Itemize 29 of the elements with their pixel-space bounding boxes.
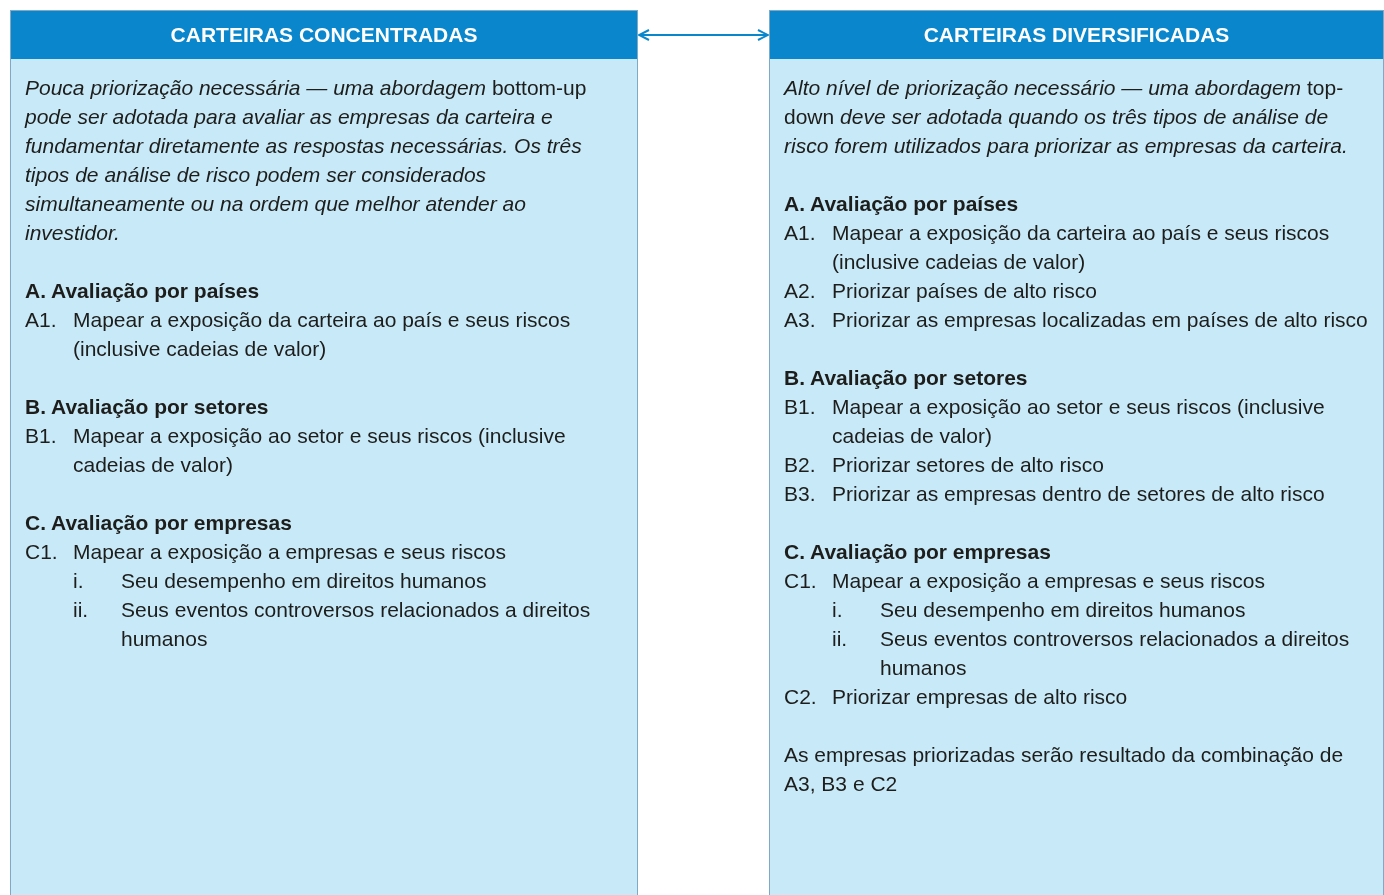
list-item: A2. Priorizar países de alto risco [784, 278, 1098, 304]
section-heading: A. Avaliação por países [25, 278, 261, 304]
panel-title: CARTEIRAS CONCENTRADAS [11, 11, 637, 59]
sub-list-item: i. Seu desempenho em direitos humanos [831, 597, 1247, 623]
section-heading: B. Avaliação por setores [25, 394, 270, 420]
summary-paragraph: As empresas priorizadas serão resultado da combinação de A3, B3 e C2 [784, 742, 1345, 797]
list-item: B2. Priorizar setores de alto risco [784, 452, 1105, 478]
list-item: A1. Mapear a exposição da carteira ao país e seus riscos (inclusive cadeias de valor) [784, 220, 1331, 275]
section-heading: A. Avaliação por países [784, 191, 1020, 217]
panel-title: CARTEIRAS DIVERSIFICADAS [770, 11, 1383, 59]
list-item: A1. Mapear a exposição da carteira ao país e seus riscos (inclusive cadeias de valor) [25, 307, 572, 362]
section-heading: C. Avaliação por empresas [784, 539, 1052, 565]
intro-paragraph: Alto nível de priorização necessário — uma abordagem top-down deve ser adotada quando os três tipos de análise de risco forem utilizados para priorizar as empresas da carteira. [784, 75, 1349, 159]
list-item: C1. Mapear a exposição a empresas e seus riscos [25, 539, 508, 565]
list-item: C1. Mapear a exposição a empresas e seus riscos [784, 568, 1267, 594]
section-heading: C. Avaliação por empresas [25, 510, 293, 536]
panel [10, 10, 638, 895]
list-item: A3. Priorizar as empresas localizadas em países de alto risco [784, 307, 1369, 333]
double-arrow [638, 29, 769, 41]
list-item: B3. Priorizar as empresas dentro de setores de alto risco [784, 481, 1326, 507]
section-heading: B. Avaliação por setores [784, 365, 1029, 391]
list-item: C2. Priorizar empresas de alto risco [784, 684, 1129, 710]
panel [769, 10, 1384, 895]
sub-list-item: ii. Seus eventos controversos relacionados a direitos humanos [831, 626, 1351, 681]
list-item: B1. Mapear a exposição ao setor e seus riscos (inclusive cadeias de valor) [784, 394, 1326, 449]
sub-list-item: i. Seu desempenho em direitos humanos [72, 568, 488, 594]
sub-list-item: ii. Seus eventos controversos relacionados a direitos humanos [72, 597, 592, 652]
intro-paragraph: Pouca priorização necessária — uma abordagem bottom-up pode ser adotada para avaliar as empresas da carteira e fundamentar diretamente as respostas necessárias. Os três tipos de análise de risco podem ser considerados simultaneamente ou na ordem que melhor atender ao investidor. [25, 75, 588, 246]
list-item: B1. Mapear a exposição ao setor e seus riscos (inclusive cadeias de valor) [25, 423, 567, 478]
